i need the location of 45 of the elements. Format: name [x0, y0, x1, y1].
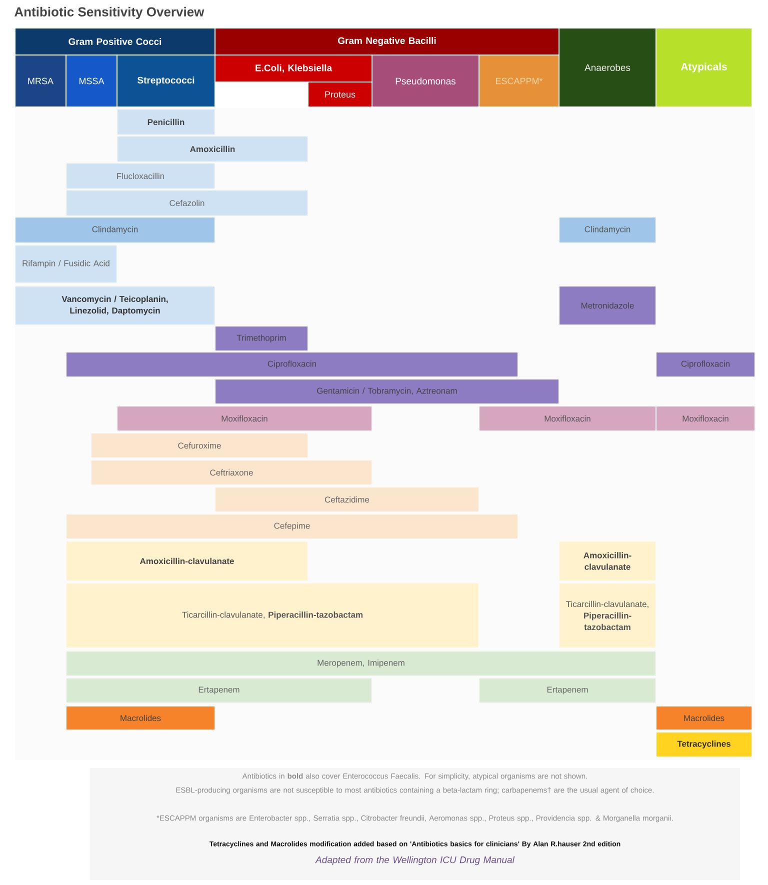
drug-bar: Moxifloxacin — [480, 406, 656, 430]
drug-bar: Gentamicin / Tobramycin, Aztreonam — [216, 380, 558, 404]
drug-bar: Rifampin / Fusidic Acid — [16, 246, 116, 282]
drug-bar: Cefazolin — [66, 190, 308, 216]
column-header: ESCAPPM* — [480, 56, 558, 106]
column-header: Anaerobes — [560, 28, 656, 106]
column-header: Streptococci — [118, 56, 214, 106]
drug-bar: Tetracyclines — [656, 732, 752, 756]
column-header: Pseudomonas — [372, 56, 478, 106]
column-header: Proteus — [308, 82, 372, 106]
column-header: MSSA — [66, 56, 116, 106]
drug-bar: Moxifloxacin — [656, 406, 754, 430]
drug-bar: Trimethoprim — [216, 326, 308, 350]
drug-bar: Ertapenem — [480, 678, 656, 702]
column-header: Atypicals — [656, 28, 752, 106]
column-header: MRSA — [16, 56, 66, 106]
drug-bar: Ceftriaxone — [92, 460, 372, 484]
drug-bar: Ertapenem — [66, 678, 372, 702]
column-header: Gram Positive Cocci — [16, 28, 214, 54]
footnote: Adapted from the Wellington ICU Drug Manual — [315, 856, 515, 866]
node-label: Moxifloxacin — [544, 415, 590, 422]
drug-bar: Amoxicillin-clavulanate — [560, 542, 656, 580]
drug-bar: Clindamycin — [560, 218, 656, 242]
drug-bar: Meropenem, Imipenem — [66, 652, 656, 676]
drug-bar: Metronidazole — [560, 286, 656, 324]
title: Antibiotic Sensitivity Overview — [14, 6, 204, 20]
drug-bar: Ticarcillin-clavulanate, Piperacillin-tazobactam — [560, 584, 656, 648]
drug-bar: Ciprofloxacin — [66, 352, 518, 376]
column-header: Gram Negative Bacilli — [216, 28, 558, 54]
drug-bar: Moxifloxacin — [118, 406, 372, 430]
drug-bar: Penicillin — [118, 110, 214, 134]
drug-bar: Cefepime — [66, 514, 518, 538]
drug-bar: Amoxicillin — [118, 136, 308, 162]
drug-bar: Vancomycin / Teicoplanin, Linezolid, Daptomycin — [16, 286, 214, 324]
drug-bar: Macrolides — [656, 706, 752, 730]
drug-bar: Clindamycin — [16, 218, 214, 242]
drug-bar: Ciprofloxacin — [656, 352, 754, 376]
drug-bar: Amoxicillin-clavulanate — [66, 542, 308, 580]
drug-bar: Ticarcillin-clavulanate, Piperacillin-tazobactam — [66, 584, 478, 648]
drug-bar: Cefuroxime — [92, 434, 308, 458]
drug-bar: Flucloxacillin — [66, 164, 214, 188]
drug-bar: Macrolides — [66, 706, 214, 730]
node-label: Moxifloxacin — [682, 415, 728, 422]
drug-bar: Ceftazidime — [216, 488, 478, 512]
node-label: Proteus — [325, 91, 356, 98]
